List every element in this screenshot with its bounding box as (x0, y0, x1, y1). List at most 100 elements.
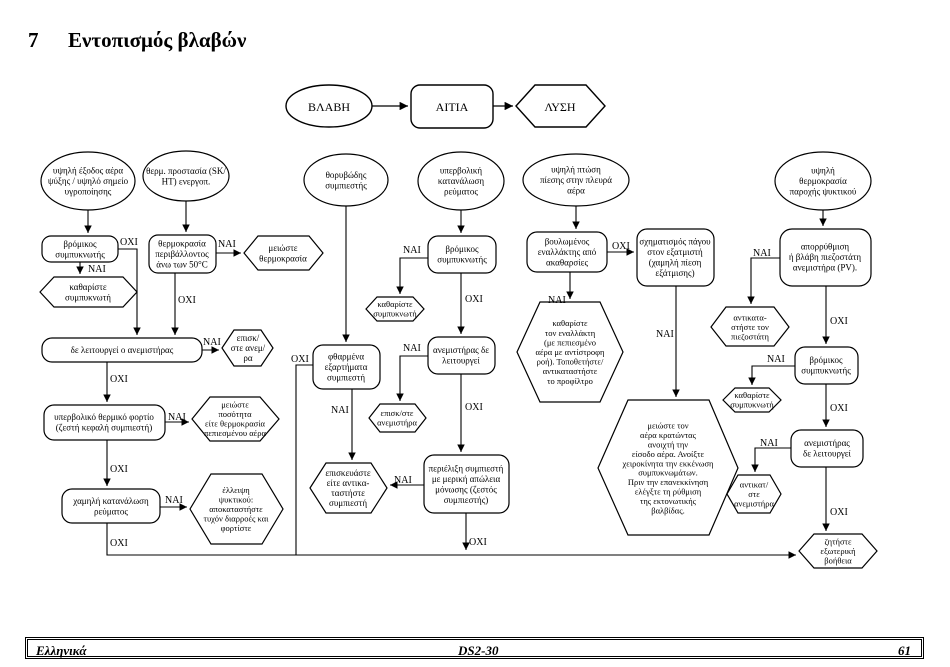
node-text-c11-line-2: στον εξατμιστή (647, 247, 703, 257)
solution-replace-fan (726, 474, 782, 514)
node-text-s1-line-1: καθαρίστε (69, 282, 107, 292)
edge-label-no-19: ΟΧΙ (612, 241, 630, 252)
troubleshooting-flowchart: ΒΛΑΒΗ ΑΙΤΙΑ ΛΥΣΗ (39, 84, 878, 569)
chapter-number: 7 (28, 28, 39, 52)
node-text-s10-line-10: βαλβίδας. (651, 505, 684, 515)
solution-repair-compressor (309, 462, 388, 514)
node-text-c10-line-3: ακαθαρσίες (546, 258, 588, 268)
node-text-s8-line-2: είτε αντικα- (327, 478, 370, 488)
node-text-c3-line-1: δε λειτουργεί ο ανεμιστήρας (71, 345, 174, 355)
node-text-c12-line-1: απορρύθμιση (801, 242, 850, 252)
node-text-c12-line-3: ανεμιστήρα (PV). (793, 263, 857, 273)
node-text-s13-line-1: αντικατ/ (740, 480, 769, 490)
node-text-s10-line-8: ελέγξτε τη ρύθμιση (635, 487, 701, 497)
node-text-s13-line-3: ανεμιστήρα (734, 499, 774, 509)
node-text-o3-line-1: θορυβώδης (326, 170, 367, 180)
node-text-o2-line-2: HT) ενεργοπ. (162, 176, 211, 186)
edge-label-yes-5: ΝΑΙ (203, 337, 221, 348)
node-text-c9-line-4: συμπιεστής) (444, 495, 489, 505)
node-text-s8-line-1: επισκευάστε (325, 468, 371, 478)
node-text-c6-line-3: συμπιεστή (327, 373, 365, 383)
solution-reduce-quantity (191, 396, 280, 442)
node-text-s6-line-1: καθαρίστε (377, 299, 413, 309)
solution-repair-fan-1 (221, 329, 274, 367)
node-text-s10-line-4: είσοδο αέρα. Ανοίξτε (632, 449, 705, 459)
node-text-s14-line-1: ζητήστε (824, 537, 851, 547)
node-text-o4-line-2: κατανάλωση (438, 176, 484, 186)
edge-label-no-14: ΟΧΙ (465, 294, 483, 305)
node-text-c2-line-3: άνω των 50°C (156, 260, 207, 270)
node-text-c11-line-3: (χαμηλή πίεση (649, 257, 702, 267)
node-text-c7-line-1: βρόμικος (445, 244, 479, 254)
cause-ambient-temperature (148, 234, 217, 274)
node-text-c2-line-1: θερμοκρασία (158, 239, 206, 249)
node-text-s11-line-3: πιεζοστάτη (731, 332, 769, 342)
cause-low-current (61, 488, 161, 524)
node-text-s10-line-6: συμπυκνωμάτων. (638, 468, 698, 478)
node-text-s5-line-5: φορτίστε (221, 523, 252, 533)
edge-label-yes-3: ΝΑΙ (218, 239, 236, 250)
node-text-s3-line-1: επισκ/ (237, 333, 260, 343)
node-text-c11-line-4: εξάτμισης) (655, 268, 694, 278)
node-text-s14-line-3: βοήθεια (824, 556, 852, 566)
node-text-o1-line-1: υψηλή έξοδος αέρα (53, 166, 124, 176)
node-text-c8-line-2: λειτουργεί (442, 355, 480, 365)
node-text-c7-line-2: συμπυκνωτής (437, 254, 487, 264)
node-text-s8-line-3: ταστήστε (331, 488, 365, 498)
node-text-c10-line-2: εναλλάκτης από (538, 247, 597, 257)
node-text-s7-line-2: ανεμιστήρα (377, 418, 417, 428)
node-text-s10-line-5: χειροκίνητα την εκκένωση (622, 458, 714, 468)
node-text-s9-line-5: ροή). Τοποθετήστε/ (537, 357, 604, 367)
node-text-s2-line-1: μειώστε (268, 243, 297, 253)
node-text-c11-line-1: σχηματισμός πάγου (639, 236, 711, 246)
node-text-s10-line-3: ανοιχτή την (648, 440, 688, 450)
solution-reduce-temperature (243, 235, 324, 271)
node-text-s9-line-3: (με πεπιεσμένο (544, 337, 596, 347)
edge-label-yes-15: ΝΑΙ (403, 343, 421, 354)
node-text-s5-line-1: έλλειψη (222, 485, 249, 495)
node-text-c1-line-2: συμπυκνωτής (55, 249, 105, 259)
node-text-s3-line-3: ρα (243, 353, 252, 363)
node-text-s9-line-1: καθαρίστε (552, 318, 588, 328)
solution-replace-pressure-switch (710, 306, 790, 347)
solution-clean-condenser-3 (722, 387, 782, 413)
node-text-s12-line-2: συμπυκνωτή (730, 400, 773, 410)
node-text-c6-line-1: φθαρμένα (328, 352, 364, 362)
edge-label-yes-21: ΝΑΙ (656, 329, 674, 340)
node-text-s8-line-4: συμπιεστή (329, 498, 367, 508)
node-text-s10-line-2: αέρα κρατώντας (640, 430, 697, 440)
legend: ΒΛΑΒΗ ΑΙΤΙΑ ΛΥΣΗ (285, 84, 606, 129)
node-text-s5-line-3: αποκαταστήστε (209, 504, 263, 514)
node-text-o6-line-3: παροχής ψυκτικού (790, 187, 857, 197)
edge-label-yes-7: ΝΑΙ (168, 412, 186, 423)
node-text-s9-line-2: τον εναλλάκτη (545, 328, 595, 338)
edge-label-no-4: ΟΧΙ (178, 295, 196, 306)
node-text-c5-line-2: ρεύματος (94, 506, 128, 516)
edge-label-yes-22: ΝΑΙ (753, 248, 771, 259)
node-text-s4-line-2: ποσότητα (218, 409, 252, 419)
edge-label-no-11: ΟΧΙ (291, 354, 309, 365)
node-text-o5-line-2: πίεσης στην πλευρά (540, 175, 612, 185)
node-text-c14-line-2: δε λειτουργεί (803, 448, 852, 458)
node-text-o6-line-1: υψηλή (811, 166, 835, 176)
solution-clean-condenser-2 (365, 296, 425, 322)
node-text-c6-line-2: εξαρτήματα (325, 362, 368, 372)
legend-fault-label: ΒΛΑΒΗ (308, 100, 350, 114)
edge-label-no-6: ΟΧΙ (110, 374, 128, 385)
node-text-c2-line-2: περιβάλλοντος (155, 249, 209, 259)
node-text-c1-line-1: βρόμικος (63, 239, 97, 249)
node-text-o1-line-2: ψύξης / υψηλό σημείο (48, 176, 129, 186)
edge-label-no-25: ΟΧΙ (830, 403, 848, 414)
node-text-s1-line-2: συμπυκνωτή (65, 292, 111, 302)
node-text-s3-line-2: στε ανεμ/ (231, 343, 266, 353)
solution-request-assistance (798, 533, 878, 569)
legend-cause-label: ΑΙΤΙΑ (436, 100, 469, 114)
edge-label-yes-24: ΝΑΙ (767, 354, 785, 365)
node-text-o5-line-3: αέρα (567, 186, 585, 196)
node-text-s2-line-2: θερμοκρασία (259, 253, 307, 263)
node-text-s11-line-1: αντικατα- (733, 313, 767, 323)
solution-clean-exchanger (516, 301, 624, 403)
node-text-c10-line-1: βουλωμένος (545, 237, 590, 247)
node-text-s12-line-1: καθαρίστε (734, 390, 770, 400)
chapter-title: Εντοπισμός βλαβών (68, 28, 247, 52)
